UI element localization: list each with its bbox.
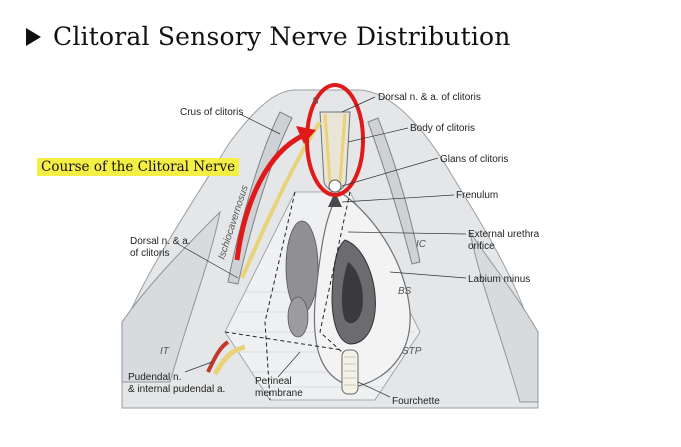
annotation-red-arrow: [234, 133, 304, 261]
arrowhead-icon: [296, 126, 316, 144]
pudendal-artery: [206, 340, 230, 373]
triangle-bullet-icon: [26, 27, 41, 46]
frenulum-shape: [328, 192, 342, 207]
dashed-boundaries: [224, 191, 351, 401]
label-frenulum: Frenulum: [456, 190, 498, 201]
glans: [328, 179, 342, 193]
pudendal-nerve: [212, 344, 246, 376]
right-crus: [367, 117, 421, 265]
label-glans: Glans of clitoris: [440, 154, 508, 165]
label-s: S: [312, 96, 319, 107]
label-dorsal-left-2: of clitoris: [130, 248, 169, 259]
anatomy-illustration: Crus of clitoris Dorsal n. & a. of clito…: [120, 82, 540, 414]
label-ic: IC: [416, 239, 427, 250]
callout-clitoral-nerve: Course of the Clitoral Nerve: [37, 158, 240, 176]
label-pudendal-2: & internal pudendal a.: [128, 384, 225, 395]
slide-title-text: Clitoral Sensory Nerve Distribution: [53, 22, 511, 51]
label-crus: Crus of clitoris: [180, 107, 243, 118]
dorsal-nerve-body: [323, 113, 332, 183]
leader-lines: [177, 96, 467, 398]
vaginal-inner: [341, 262, 363, 324]
dorsal-nerve-body-right: [338, 113, 347, 183]
anatomy-svg: Crus of clitoris Dorsal n. & a. of clito…: [121, 83, 540, 409]
fourchette-striations: [344, 356, 356, 386]
label-perineal-2: membrane: [255, 388, 303, 399]
label-fourchette: Fourchette: [392, 396, 440, 407]
slide-title: Clitoral Sensory Nerve Distribution: [26, 22, 511, 51]
label-body: Body of clitoris: [410, 123, 475, 134]
label-bs: BS: [398, 286, 412, 297]
fourchette-body: [341, 349, 359, 395]
label-labium: Labium minus: [468, 274, 530, 285]
label-it: IT: [160, 346, 170, 357]
label-ext-urethral-2: orifice: [468, 241, 495, 252]
vestibular-bulb-lower: [287, 296, 309, 338]
label-dorsal-left-1: Dorsal n. & a.: [130, 236, 191, 247]
label-pudendal-1: Pudendal n.: [128, 372, 181, 383]
left-thigh: [121, 210, 221, 383]
right-thigh: [469, 231, 539, 403]
label-ext-urethral-1: External urethra: [468, 229, 540, 240]
label-stp: STP: [402, 346, 422, 357]
label-perineal-1: Perineal: [255, 376, 292, 387]
label-dorsal-top: Dorsal n. & a. of clitoris: [378, 92, 481, 103]
